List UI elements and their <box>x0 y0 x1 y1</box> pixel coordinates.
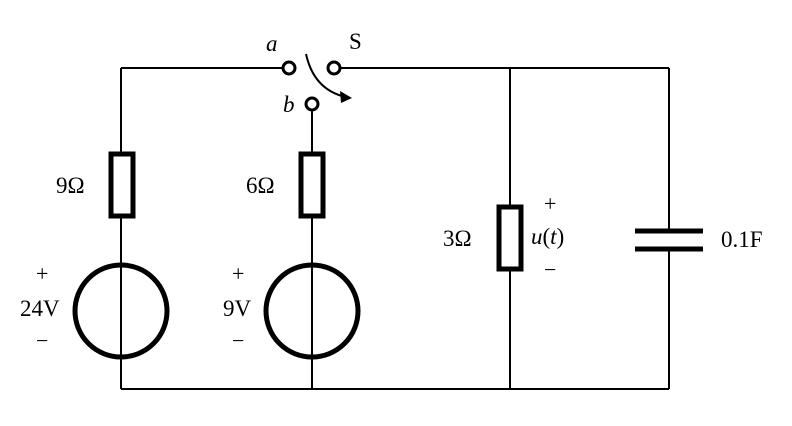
capacitor-branch <box>635 68 703 389</box>
label-u-open: ( <box>543 224 551 249</box>
load-branch <box>496 68 524 389</box>
label-9ohm: 9Ω <box>56 173 85 198</box>
load-minus-sign: − <box>544 257 556 282</box>
resistor-3ohm <box>496 204 524 272</box>
resistor-9ohm <box>108 151 136 219</box>
switch-arc <box>305 53 347 98</box>
label-9v: 9V <box>223 296 252 321</box>
switch-terminal-common <box>326 60 342 76</box>
label-3ohm: 3Ω <box>443 226 472 251</box>
middle-branch <box>263 110 361 389</box>
resistor-6ohm <box>298 151 326 219</box>
label-24v: 24V <box>20 296 60 321</box>
label-s: S <box>349 29 362 54</box>
label-b: b <box>283 92 295 117</box>
left-plus-sign: + <box>36 261 48 286</box>
switch-s <box>281 53 352 112</box>
middle-plus-sign: + <box>232 261 244 286</box>
left-minus-sign: − <box>36 328 48 353</box>
middle-minus-sign: − <box>232 328 244 353</box>
load-plus-sign: + <box>544 191 556 216</box>
label-u-t: u(t) <box>531 224 564 249</box>
label-u: u <box>531 224 543 249</box>
label-0-1f: 0.1F <box>721 227 763 252</box>
label-u-close: ) <box>557 224 565 249</box>
label-t: t <box>550 224 557 249</box>
switch-arrow-icon <box>340 91 352 103</box>
label-a: a <box>266 31 278 56</box>
switch-terminal-a <box>281 60 297 76</box>
left-branch <box>72 68 170 389</box>
label-6ohm: 6Ω <box>246 173 275 198</box>
switch-terminal-b <box>304 96 320 112</box>
